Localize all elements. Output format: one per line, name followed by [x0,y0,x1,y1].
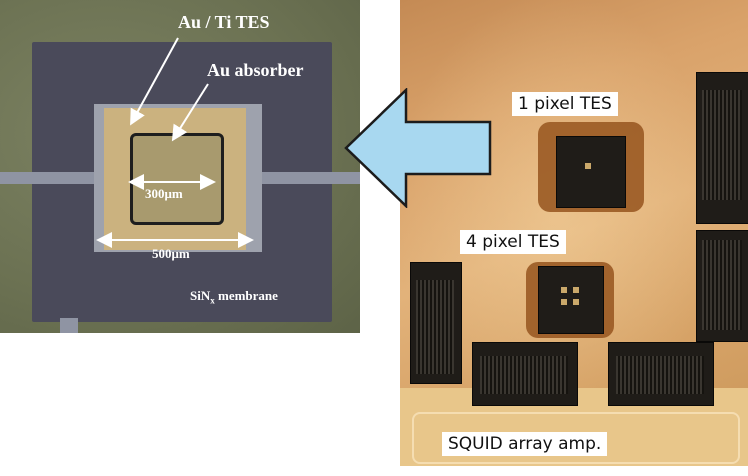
squid-array-amp-label: SQUID array amp. [442,432,608,456]
four-pixel-tes-chip [538,266,604,334]
four-pixel-tes-label: 4 pixel TES [460,230,566,254]
chip-left-wiring [416,280,454,374]
absorber-label: Au absorber [207,60,304,80]
tes-pixel-pad [573,299,579,305]
one-pixel-tes-chip [556,136,626,208]
right-support-leg [262,172,360,184]
chip-top-right-wiring [702,90,742,200]
one-pixel-tes-label: 1 pixel TES [512,92,618,116]
inner-dimension-label: 300μm [145,186,183,201]
board-trace [412,412,740,464]
outer-dimension-label: 500μm [152,246,190,261]
detector-assembly-photo: 1 pixel TES 4 pixel TES SQUID array amp. [400,0,748,466]
absorber-pointer-arrow [171,83,209,142]
annotation-arrows [96,37,254,248]
tes-pointer-arrow [130,37,179,126]
tes-micrograph: Au / Ti TES Au absorber 300μm 500μm SiNx… [0,0,360,333]
tes-pixel-pad [573,287,579,293]
zoom-arrow-icon [344,88,492,208]
squid-right-wiring [616,356,704,394]
tes-label: Au / Ti TES [178,12,270,32]
left-support-leg [0,172,96,184]
tes-pixel-pad [585,163,591,169]
squid-left-wiring [480,356,568,394]
tes-pixel-pad [561,299,567,305]
membrane-label: SiNx membrane [190,288,278,306]
chip-right-middle-wiring [702,240,742,330]
tes-pixel-pad [561,287,567,293]
bottom-tab [60,318,78,333]
